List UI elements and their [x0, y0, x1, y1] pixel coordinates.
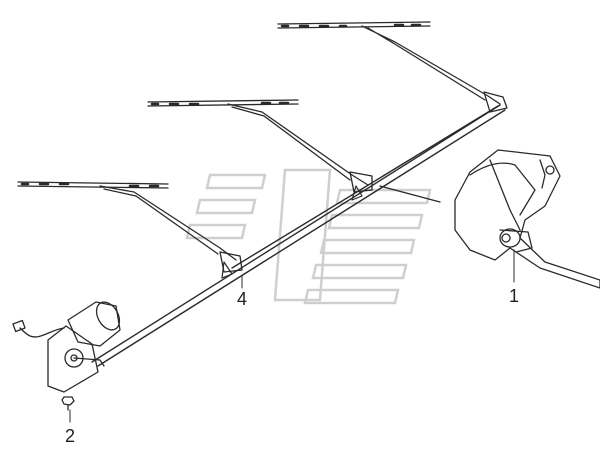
detail-bracket-item-1: [379, 149, 600, 289]
motor-gear: [64, 348, 84, 368]
motor-wire: [19, 327, 65, 338]
motor-body: [67, 301, 121, 347]
leader-lines: [69, 249, 515, 423]
linkage-bar: [91, 104, 506, 367]
wiper-blade-top: [277, 21, 431, 29]
motor-connector: [12, 319, 26, 333]
wiper-motor: [12, 301, 121, 393]
wiper-assembly-top: [277, 21, 508, 113]
wiper-assembly-lower: [17, 181, 243, 273]
callout-2: 2: [65, 426, 75, 446]
wiper-arm-top: [361, 25, 501, 105]
pivot-joints: [221, 185, 363, 279]
callout-1: 1: [509, 286, 519, 306]
callouts: 1 2 4: [65, 286, 519, 446]
wiper-blade-lower: [17, 181, 169, 189]
wiper-assembly-middle: [147, 99, 373, 193]
bolt-item-2: [61, 396, 75, 411]
wiper-arm-middle: [227, 103, 369, 186]
motor-crank: [73, 357, 105, 367]
motor-mount-plate: [47, 325, 99, 393]
wiper-blade-middle: [147, 99, 299, 107]
wiper-arm-lower: [99, 185, 237, 261]
callout-4: 4: [237, 289, 247, 309]
watermark-logo: [185, 168, 432, 305]
